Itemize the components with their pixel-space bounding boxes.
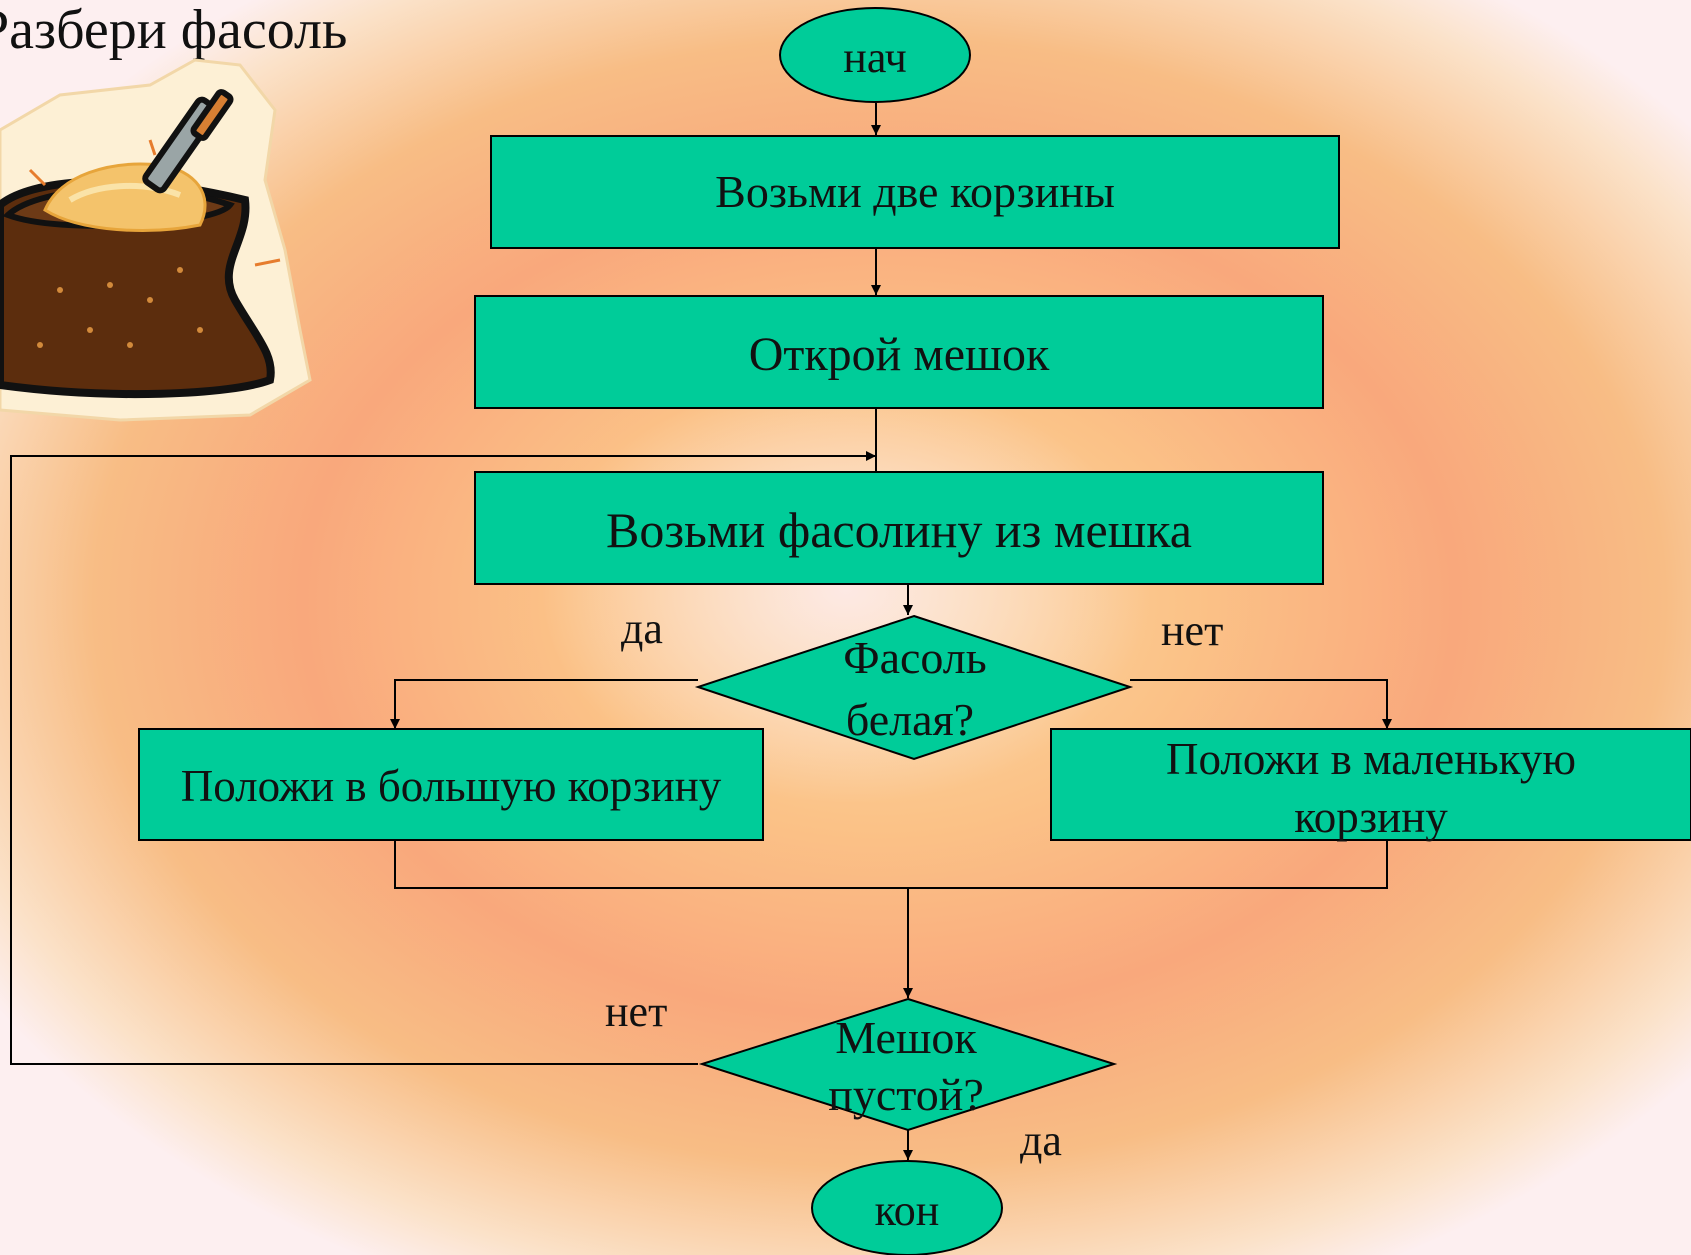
arrow-decision-no [1130,679,1392,729]
small-basket-line2: корзину [1294,792,1448,842]
connectors [10,103,1392,1160]
open-bag-label: Открой мешок [749,328,1050,381]
line-merge [394,840,1388,889]
bean-sack-icon [0,58,312,422]
page-title: Разбери фасоль [0,0,348,61]
process-open-bag: Открой мешок [474,295,1324,409]
decision-bag-empty: Мешок пустой? [698,997,1118,1132]
edge-label-empty-no: нет [605,987,667,1036]
decision-white-line1: Фасоль [843,632,987,683]
small-basket-line1: Положи в маленькую [1166,734,1576,784]
edge-label-white-no: нет [1161,606,1223,655]
decision-empty-line2: пустой? [828,1069,984,1120]
edge-label-white-yes: да [621,604,663,653]
decision-white-line2: белая? [846,694,974,745]
process-small-basket: Положи в маленькую корзину [1050,728,1691,842]
start-label: нач [843,33,906,82]
end-label: кон [875,1186,940,1235]
decision-bean-white: Фасоль белая? [694,614,1134,761]
process-big-basket: Положи в большую корзину [138,728,764,841]
edge-label-empty-yes: да [1020,1116,1062,1165]
take-baskets-label: Возьми две корзины [715,166,1115,217]
decision-empty-line1: Мешок [835,1012,977,1063]
arrow-loop-back [10,451,876,1065]
process-take-bean: Возьми фасолину из мешка [474,471,1324,585]
start-node: нач [779,7,971,103]
arrow-decision-yes [390,679,698,729]
take-bean-label: Возьми фасолину из мешка [606,502,1192,558]
end-node: кон [811,1160,1003,1255]
big-basket-label: Положи в большую корзину [181,761,722,811]
process-take-baskets: Возьми две корзины [490,135,1340,249]
